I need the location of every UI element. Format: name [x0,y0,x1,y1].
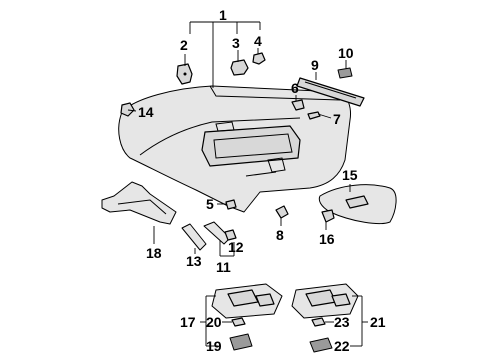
callout-21: 21 [370,314,386,330]
callout-5: 5 [206,196,214,212]
callout-14: 14 [138,104,154,120]
callout-23: 23 [334,314,350,330]
sunroof-opening [201,125,301,167]
clip-part-2 [176,63,193,85]
callout-20: 20 [206,314,222,330]
callout-22: 22 [334,338,350,354]
screw-part-7 [307,111,321,120]
callout-8: 8 [276,227,284,243]
grab-handle-part-13 [181,223,207,251]
cap-part-10 [337,67,353,79]
callout-19: 19 [206,338,222,354]
clip-part-6 [291,99,305,111]
cover-part-12 [224,229,237,241]
callout-4: 4 [254,33,262,49]
lens-part-22 [309,337,333,353]
retainer-part-14 [120,102,135,117]
clip-part-4 [252,52,266,65]
callout-11: 11 [216,259,231,275]
sun-visor [318,184,397,225]
screw-part-5 [225,199,237,210]
callout-13: 13 [186,253,202,269]
callout-labels: 1 2 3 4 5 6 7 8 9 10 11 12 13 14 15 16 1… [138,7,386,354]
bracket-part-18 [101,181,177,225]
callout-12: 12 [228,239,244,255]
bulb-part-23 [311,317,326,327]
callout-18: 18 [146,245,162,261]
lens-part-19 [229,333,253,351]
callout-6: 6 [291,80,299,96]
leader-lines [127,21,368,347]
visor-holder-part-16 [321,209,335,223]
callout-7: 7 [333,111,341,127]
bulb-part-20 [231,317,246,327]
clip-part-8 [275,205,289,219]
callout-9: 9 [311,57,319,73]
callout-16: 16 [319,231,335,247]
dome-lamp-left [211,283,283,319]
roof-rail-part-9 [296,77,365,107]
callout-2: 2 [180,37,188,53]
headliner [118,85,351,213]
callout-1: 1 [219,7,227,23]
clip-part-3 [230,59,249,76]
callout-15: 15 [342,167,358,183]
vanity-mirror [345,195,369,209]
dome-lamp-right [291,283,359,319]
callout-3: 3 [232,35,240,51]
callout-17: 17 [180,314,196,330]
callout-10: 10 [338,45,354,61]
